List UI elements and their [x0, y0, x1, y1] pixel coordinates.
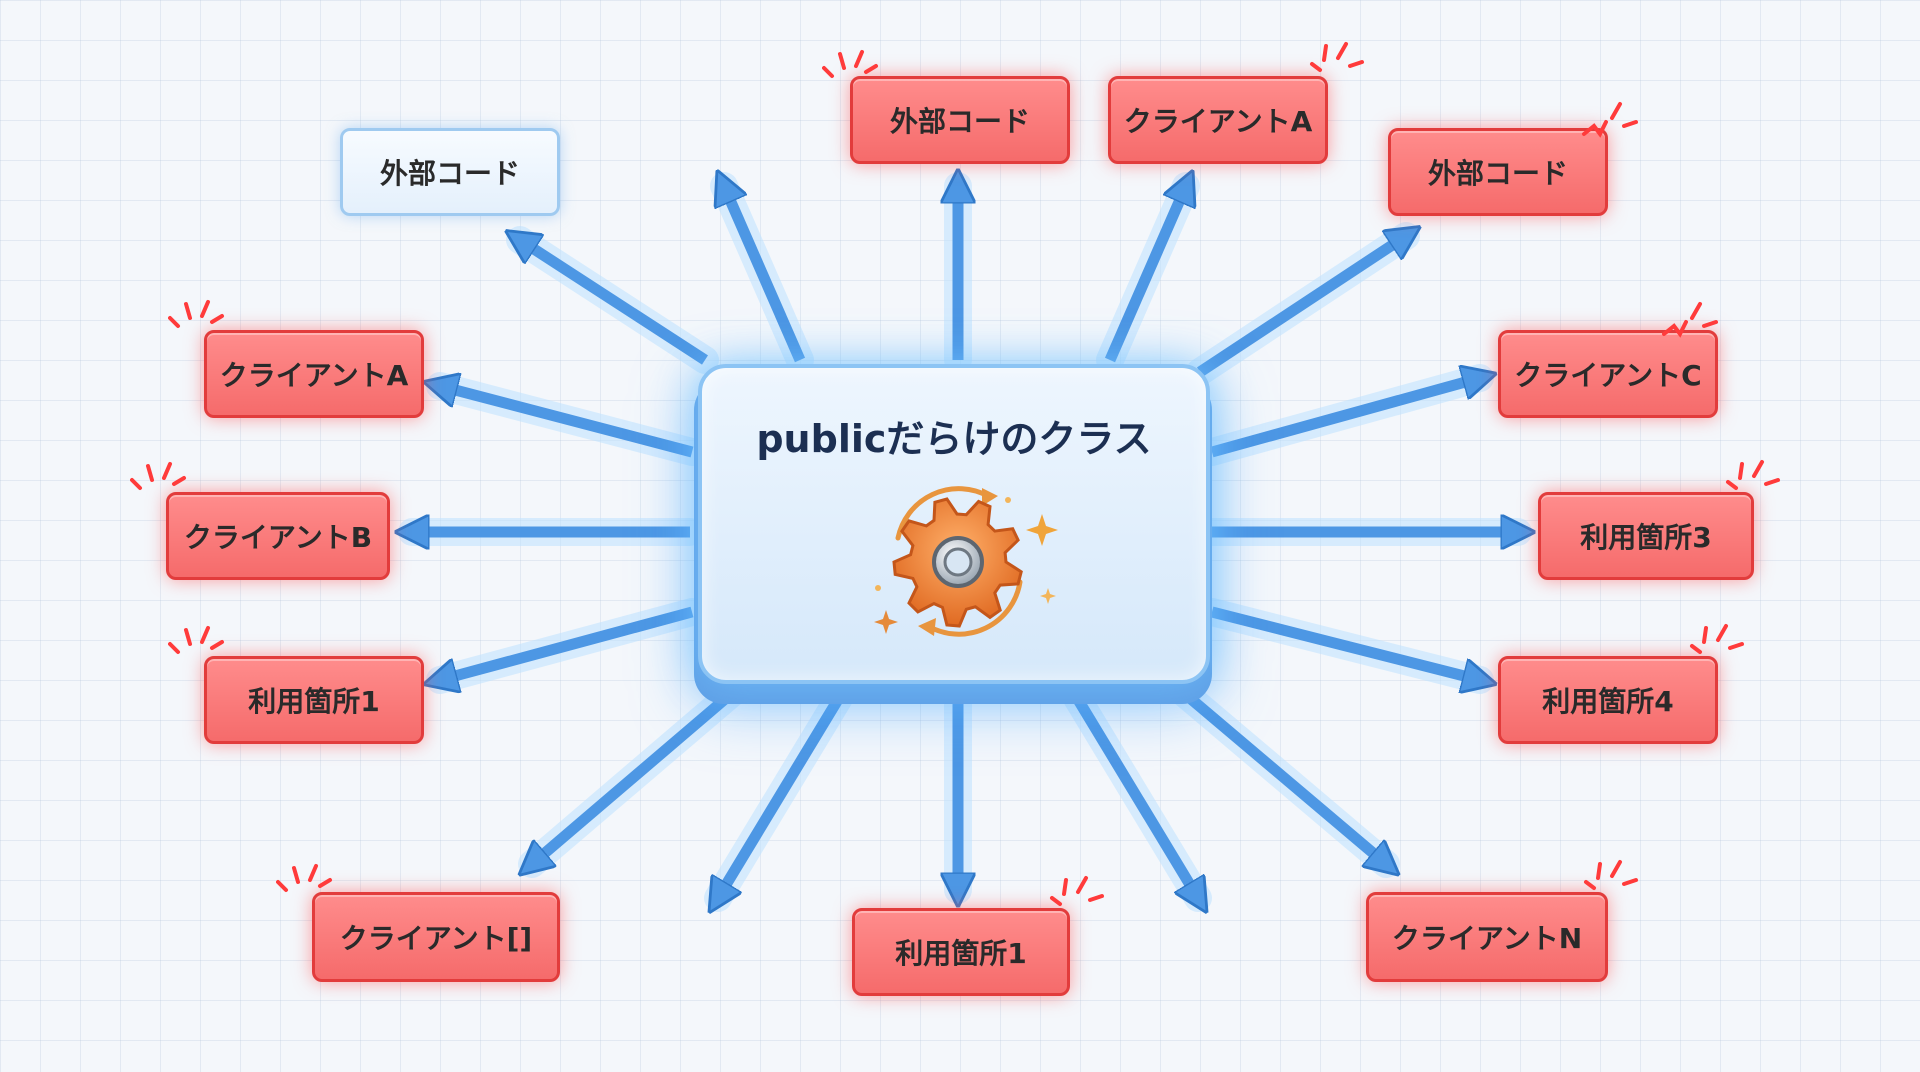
arrow [724, 186, 806, 363]
node-bottom-left-client: クライアント[] [312, 892, 560, 982]
node-right-usage-3: 利用箇所3 [1538, 492, 1754, 580]
alert-spark-icon [168, 626, 224, 654]
alert-spark-icon [1582, 102, 1638, 138]
arrow [718, 685, 850, 898]
node-label: クライアント[] [339, 922, 533, 955]
alert-spark-icon [130, 462, 186, 490]
node-top-right-external: 外部コード [1388, 128, 1608, 216]
arrow [1104, 186, 1186, 363]
node-right-client-c: クライアントC [1498, 330, 1718, 418]
node-left-client-a: クライアントA [204, 330, 424, 418]
alert-spark-icon [168, 300, 224, 328]
arrow [520, 240, 708, 365]
node-label: 外部コード [379, 157, 520, 190]
node-label: 外部コード [889, 105, 1030, 138]
node-left-usage-1: 利用箇所1 [204, 656, 424, 744]
alert-spark-icon [1662, 302, 1718, 338]
node-label: 利用箇所1 [248, 685, 380, 718]
node-label: クライアントC [1514, 359, 1702, 392]
arrow [532, 683, 742, 864]
alert-spark-icon [1310, 42, 1364, 72]
alert-spark-icon [1726, 460, 1780, 490]
node-label: 利用箇所1 [895, 937, 1027, 970]
alert-spark-icon [1584, 860, 1638, 890]
node-top-external: 外部コード [850, 76, 1070, 164]
node-label: 外部コード [1427, 157, 1568, 190]
alert-spark-icon [1690, 624, 1744, 654]
center-title: publicだらけのクラス [756, 417, 1152, 461]
node-bottom-usage-1: 利用箇所1 [852, 908, 1070, 996]
arrow [1174, 683, 1386, 864]
node-label: 利用箇所3 [1580, 521, 1712, 554]
node-label: クライアントA [1123, 105, 1313, 138]
arrow [1196, 236, 1406, 377]
arrow [1066, 685, 1198, 898]
arrow [440, 386, 694, 458]
node-top-left-external: 外部コード [340, 128, 560, 216]
node-label: クライアントN [1391, 922, 1583, 955]
node-label: クライアントB [183, 521, 373, 554]
node-bottom-right-client-n: クライアントN [1366, 892, 1608, 982]
node-right-usage-4: 利用箇所4 [1498, 656, 1718, 744]
alert-spark-icon [1050, 876, 1104, 906]
arrow [1210, 606, 1480, 680]
arrow [1210, 378, 1480, 458]
alert-spark-icon [276, 864, 332, 892]
node-left-client-b: クライアントB [166, 492, 390, 580]
node-label: クライアントA [219, 359, 409, 392]
node-label: 利用箇所4 [1542, 685, 1674, 718]
arrow [440, 606, 694, 680]
gear-icon [858, 460, 1058, 660]
node-top-client-a: クライアントA [1108, 76, 1328, 164]
alert-spark-icon [822, 50, 878, 78]
center-class-box: publicだらけのクラス [698, 364, 1210, 684]
